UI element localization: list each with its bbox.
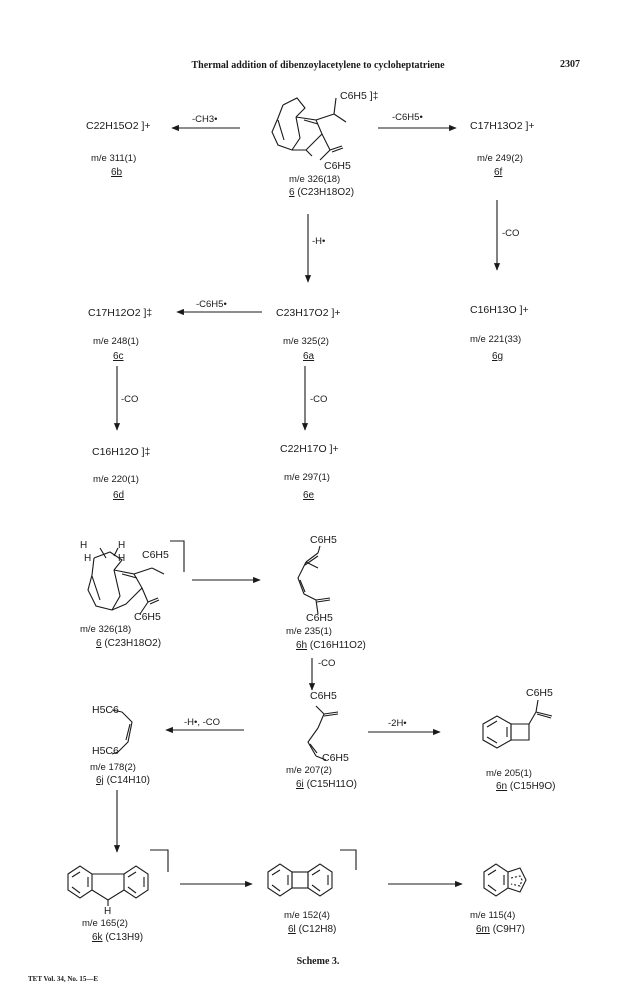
composition-6k: (C13H9) [105,932,144,943]
group-6-row4-top: C6H5 [142,549,169,561]
h-label-1: H [80,540,88,551]
mz-6m: m/e 115(4) [470,910,516,921]
structure-6n [482,699,553,749]
label-6c: 6c [113,351,124,362]
h-label-3: H [84,553,92,564]
group-6-row4-bottom: C6H5 [134,611,161,623]
arrow-label-co-1: -CO [502,228,520,239]
arrow-label-co-4: -CO [318,658,336,669]
mz-6g: m/e 221(33) [470,334,522,345]
arrow-label-c6h5-2: -C6H5• [196,299,227,310]
mz-6k: m/e 165(2) [82,918,128,929]
arrow-label-h: -H• [312,236,326,247]
formula-6c: C17H12O2 ]‡ [88,307,153,319]
formula-6b: C22H15O2 ]+ [86,120,151,132]
structure-6m [483,863,527,897]
composition-6n: (C15H9O) [509,781,556,792]
mz-6c: m/e 248(1) [93,336,139,347]
composition-6i: (C15H11O) [306,779,357,790]
group-6i-bottom: C6H5 [322,752,349,764]
mz-6-row4: m/e 326(18) [80,624,132,635]
structure-6l [267,849,357,897]
h-label-4: H [118,553,126,564]
mz-6b: m/e 311(1) [91,153,137,164]
composition-6j: (C14H10) [106,775,150,786]
composition-6h: (C16H11O2) [309,640,366,651]
group-6h-bottom: C6H5 [306,612,333,624]
arrow-label-ch3: -CH3• [192,114,218,125]
group-6j-bottom: H5C6 [92,745,119,757]
bicyclic-structure-6 [271,97,347,161]
composition-6m: (C9H7) [492,924,525,935]
mz-6e: m/e 297(1) [284,472,330,483]
label-6-row1: 6 (C23H18O2) [289,187,354,198]
group-6j-top: H5C6 [92,704,119,716]
group-6n-top: C6H5 [526,687,553,699]
h-label-2: H [118,540,126,551]
label-6j-text: 6j [96,775,104,786]
label-6i-text: 6i [296,779,304,790]
group-6-bottom: C6H5 [324,160,351,172]
page-title: Thermal addition of dibenzoylacetylene t… [191,60,445,71]
structure-6k [67,849,169,906]
structure-6i [307,705,339,761]
scheme-caption: Scheme 3. [296,956,340,967]
label-6b: 6b [111,167,123,178]
label-6h-text: 6h [296,640,308,651]
label-6l-text: 6l [288,924,296,935]
mz-6d: m/e 220(1) [93,474,139,485]
arrow-label-co-3: -CO [310,394,328,405]
bicyclic-structure-6-h [87,540,185,615]
label-6-row4-text: 6 [96,638,102,649]
label-6a: 6a [303,351,315,362]
mz-6l: m/e 152(4) [284,910,330,921]
mz-6n: m/e 205(1) [486,768,532,779]
label-6-row4: 6 (C23H18O2) [96,638,161,649]
composition-6-row4: (C23H18O2) [104,638,162,649]
mz-6j: m/e 178(2) [90,762,136,773]
arrow-label-h-co: -H•, -CO [184,717,221,728]
label-6-text: 6 [289,187,295,198]
structure-6j [111,709,133,755]
formula-6d: C16H12O ]‡ [92,446,151,458]
label-6d: 6d [113,490,125,501]
label-6l-row: 6l (C12H8) [288,924,336,935]
mz-6: m/e 326(18) [289,174,341,185]
label-6i-row: 6i (C15H11O) [296,779,357,790]
mz-6a: m/e 325(2) [283,336,329,347]
label-6k-text: 6k [92,932,103,943]
label-6j-row: 6j (C14H10) [96,775,150,786]
label-6n-text: 6n [496,781,508,792]
composition-6l: (C12H8) [298,924,337,935]
label-6n-row: 6n (C15H9O) [496,781,555,792]
group-6i-top: C6H5 [310,690,337,702]
arrow-label-co-2: -CO [121,394,139,405]
arrow-label-c6h5: -C6H5• [392,112,423,123]
group-6h-top: C6H5 [310,534,337,546]
label-6k-row: 6k (C13H9) [92,932,143,943]
arrow-label-2h: -2H• [388,718,407,729]
label-6g: 6g [492,351,504,362]
page-footer: TET Vol. 34, No. 15—E [28,975,99,983]
formula-6e: C22H17O ]+ [280,443,339,455]
mz-6f: m/e 249(2) [477,153,523,164]
structure-6h [297,545,331,615]
mz-6i: m/e 207(2) [286,765,332,776]
label-6m-text: 6m [476,924,490,935]
label-6h-row: 6h (C16H11O2) [296,640,366,651]
page-number: 2307 [560,59,580,70]
formula-6f: C17H13O2 ]+ [470,120,535,132]
mz-6h: m/e 235(1) [286,626,332,637]
label-6f: 6f [494,167,503,178]
formula-6g: C16H13O ]+ [470,304,529,316]
formula-6a: C23H17O2 ]+ [276,307,341,319]
group-6-top: C6H5 ]‡ [340,90,379,102]
label-6e: 6e [303,490,315,501]
label-6m-row: 6m (C9H7) [476,924,525,935]
h-label-6k: H [104,906,112,917]
composition-6: (C23H18O2) [297,187,355,198]
